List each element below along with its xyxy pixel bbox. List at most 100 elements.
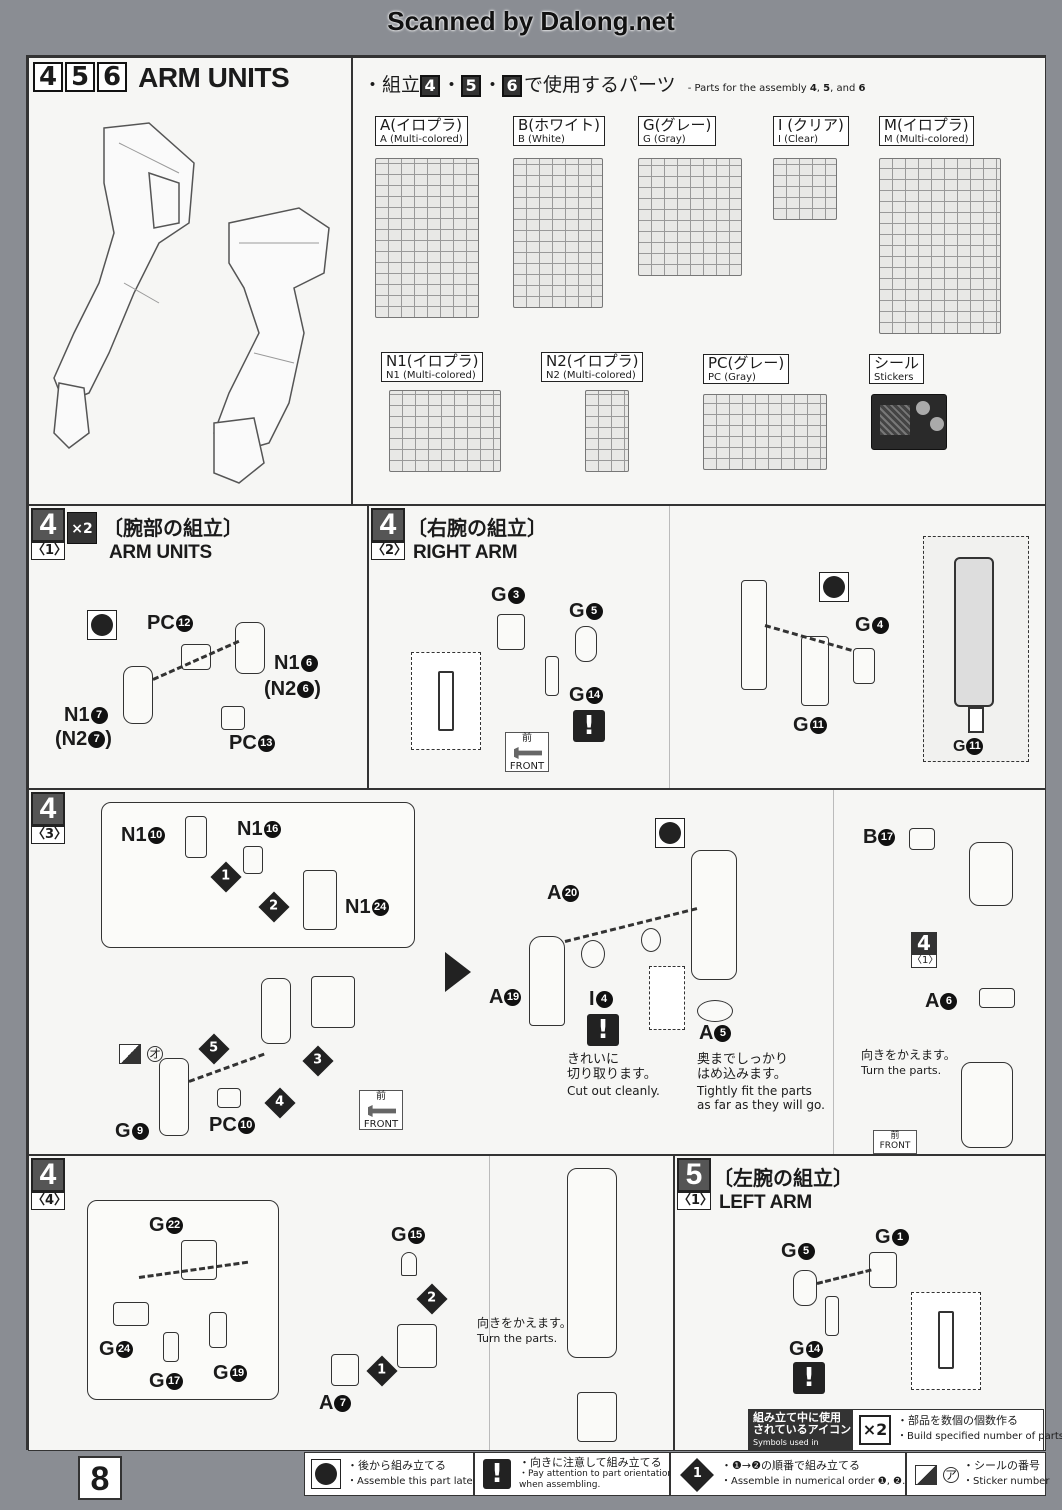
parts-num-5: 5 — [461, 75, 482, 97]
part-arm-core — [261, 978, 291, 1044]
part-n1-24-assembled — [311, 976, 355, 1028]
part-g22 — [181, 1240, 217, 1280]
legend-multiplier-jp: ・部品を数個の個数作る — [897, 1414, 1018, 1427]
runner-g-label: G(グレー)G (Gray) — [638, 116, 717, 146]
runner-n1-label: N1(イロプラ)N1 (Multi-colored) — [381, 352, 484, 382]
part-g9 — [159, 1058, 189, 1136]
part-arm-frame — [741, 580, 767, 690]
legend-sticker: ア ・シールの番号 ・Sticker number — [906, 1452, 1049, 1496]
assembly-path — [564, 907, 698, 943]
legend-multiplier-en: ・Build specified number of parts. — [897, 1431, 1062, 1442]
step-4-3-number: 4〈3〉 — [31, 792, 68, 844]
parts-title-en: - Parts for the assembly 4, 5, and 6 — [687, 83, 866, 94]
part-n1-24 — [303, 870, 337, 930]
parts-title-jp: ・組立 — [363, 74, 421, 96]
runner-m-label: M(イロプラ)M (Multi-colored) — [879, 116, 974, 146]
attention-icon: ! — [793, 1362, 825, 1394]
order-2: 2 — [416, 1283, 448, 1315]
turn-note-jp: 向きをかえます。 — [477, 1316, 572, 1330]
detail-inset — [411, 652, 481, 750]
front-indicator: 前 FRONT — [873, 1130, 917, 1154]
assemble-later-icon — [819, 572, 849, 602]
part-g14 — [545, 656, 559, 696]
part-pc10 — [217, 1088, 241, 1108]
legend-order: 1 ・❶→❷の順番で組み立てる ・Assemble in numerical o… — [670, 1452, 912, 1496]
step-4-2-title-jp: 〔右腕の組立〕 — [407, 516, 547, 540]
runner-m: M(イロプラ)M (Multi-colored) — [879, 116, 1001, 334]
legend-order-en: ・Assemble in numerical order ❶, ❷... — [721, 1476, 912, 1487]
runner-b: B(ホワイト)B (White) — [513, 116, 605, 308]
step-4-1-title-jp: 〔腕部の組立〕 — [103, 516, 243, 540]
attention-icon: ! — [483, 1459, 511, 1489]
runner-a-label: A(イロプラ)A (Multi-colored) — [375, 116, 468, 146]
order-3: 3 — [302, 1045, 334, 1077]
part-i4 — [641, 928, 661, 952]
part-g3 — [497, 614, 525, 650]
part-forearm-assembled — [567, 1168, 617, 1358]
part-a6 — [979, 988, 1015, 1008]
legend-attention-en: ・Pay attention to part orientation when … — [519, 1469, 674, 1490]
part-n1-6 — [235, 622, 265, 674]
part-arm-assembled — [961, 1062, 1013, 1148]
order-icon: 1 — [680, 1458, 714, 1492]
part-hand — [397, 1324, 437, 1368]
assembly-path — [816, 1268, 872, 1285]
runner-b-label: B(ホワイト)B (White) — [513, 116, 605, 146]
runner-a: A(イロプラ)A (Multi-colored) — [375, 116, 479, 318]
runner-pc: PC(グレー)PC (Gray) — [703, 354, 827, 470]
header-step-5: 5 — [65, 62, 95, 92]
detail-inset — [923, 536, 1029, 762]
turn-note-jp: 向きをかえます。 — [861, 1048, 956, 1062]
part-pc13 — [221, 706, 245, 730]
ref-step-4-1: 4 〈1〉 — [911, 931, 939, 968]
part-g4 — [853, 648, 875, 684]
part-g14 — [825, 1296, 839, 1336]
runner-g: G(グレー)G (Gray) — [638, 116, 742, 276]
turn-note-en: Turn the parts. — [861, 1064, 942, 1077]
detail-inset — [911, 1292, 981, 1390]
order-1: 1 — [366, 1355, 398, 1387]
turn-note-en: Turn the parts. — [477, 1332, 558, 1345]
legend-attention-jp: ・向きに注意して組み立てる — [519, 1456, 662, 1469]
cut-note-jp: きれいに 切り取ります。 — [567, 1052, 657, 1082]
header-step-6: 6 — [97, 62, 127, 92]
header-title: ARM UNITS — [138, 62, 290, 93]
legend-later: ・後から組み立てる ・Assemble this part later. — [304, 1452, 479, 1496]
page-number: 8 — [78, 1456, 122, 1500]
sticker-icon — [915, 1465, 937, 1485]
part-g11 — [801, 636, 829, 706]
legend-attention: ! ・向きに注意して組み立てる ・Pay attention to part o… — [474, 1452, 674, 1496]
step-4-4-number: 4〈4〉 — [31, 1158, 68, 1210]
part-a19 — [529, 936, 565, 1026]
step-4-1-multiplier: ×2 — [67, 512, 97, 544]
step-4-1-title-en: ARM UNITS — [109, 542, 212, 563]
step-5-1-title-jp: 〔左腕の組立〕 — [713, 1166, 853, 1190]
part-g5 — [793, 1270, 817, 1306]
next-arrow — [445, 952, 471, 992]
